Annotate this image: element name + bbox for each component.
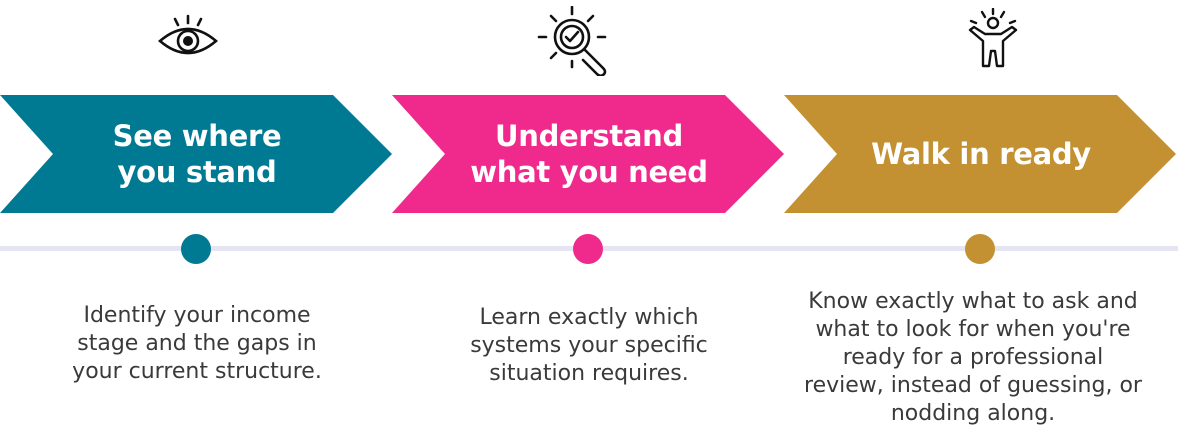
step-2-description: Learn exactly which systems your specifi… [470,305,708,386]
step-3-description: Know exactly what to ask and what to loo… [804,289,1142,426]
step-2-dot [573,234,603,264]
magnifier-check-icon [537,6,607,76]
step-2-chevron: Understand what you need [392,95,786,213]
step-1-title: See where you stand [112,119,282,189]
step-3-dot [965,234,995,264]
step-3-title: Walk in ready [871,137,1091,171]
step-1-description: Identify your income stage and the gaps … [72,303,322,384]
eye-icon [158,14,218,55]
step-3-chevron: Walk in ready [784,95,1178,213]
step-1-chevron: See where you stand [0,95,394,213]
step-2-title: Understand what you need [470,119,708,189]
step-1-dot [181,234,211,264]
celebrating-person-icon [968,8,1018,68]
